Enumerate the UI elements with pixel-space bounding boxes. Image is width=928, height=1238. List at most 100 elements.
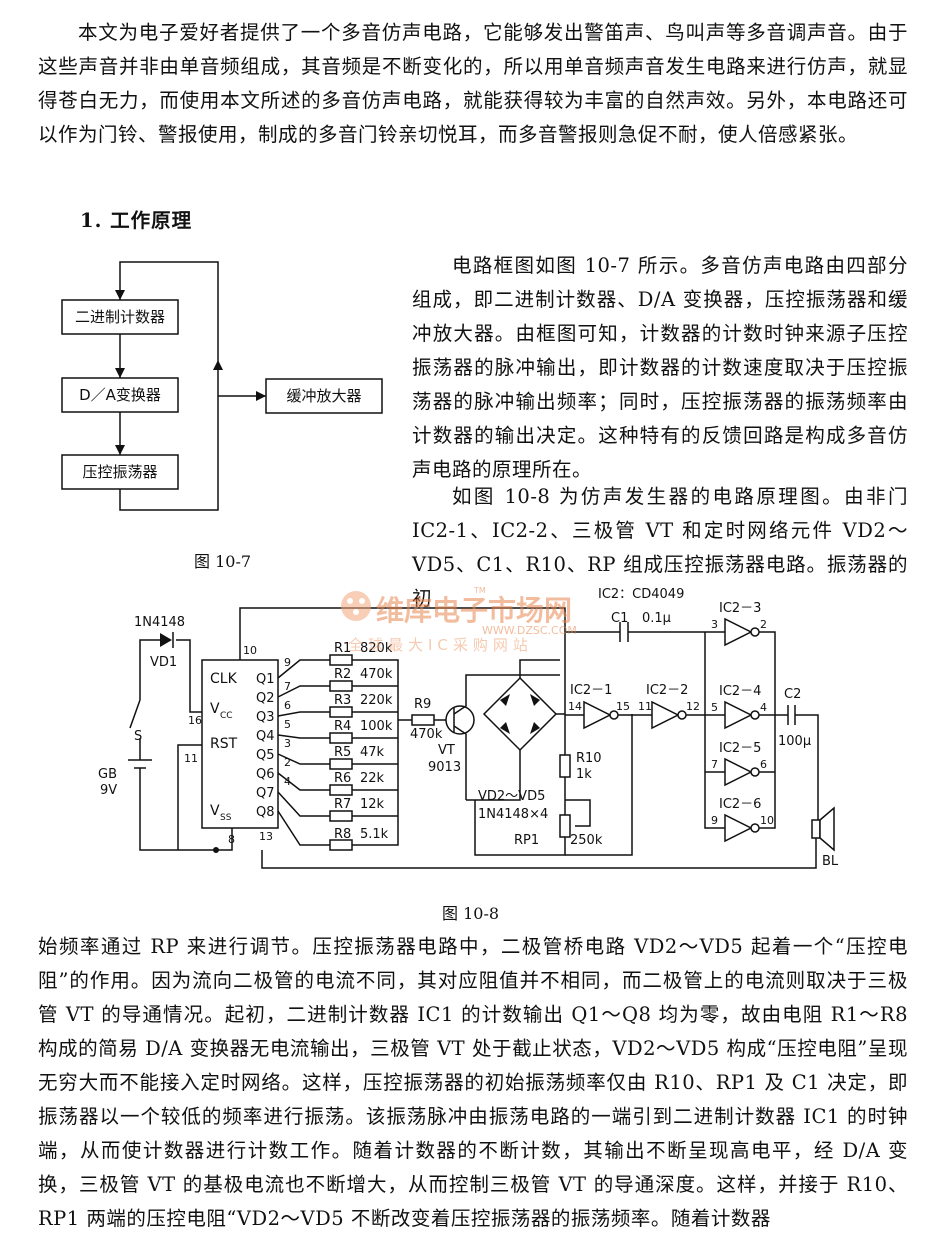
q2-pin: 7 (284, 680, 291, 693)
clk-pin: 10 (243, 644, 257, 657)
watermark-url: WWW.DZSC.COM (482, 624, 577, 637)
section-heading: 1. 工作原理 (80, 209, 193, 232)
gate5-label: IC2－5 (719, 741, 761, 756)
ic1-pin-clk: CLK (210, 671, 238, 687)
ic1-pin-vss: V (210, 803, 220, 819)
r10-label: R10 (576, 751, 602, 766)
q-wiring (277, 659, 330, 846)
gate6-label: IC2－6 (719, 797, 761, 812)
q4-pin: 5 (284, 718, 291, 731)
arrow-head (213, 360, 223, 370)
q5-label: Q5 (256, 748, 275, 763)
r9-resistor (411, 714, 435, 726)
c1-value: 0.1μ (642, 611, 671, 626)
figure-caption-10-7: 图 10-7 (194, 552, 252, 571)
r4-label: R4 (334, 719, 351, 734)
rp1-value: 250k (570, 833, 603, 848)
speaker-bl (811, 819, 821, 839)
watermark-brand: 维库电子市场网 (376, 594, 572, 627)
vcc-pin: 16 (188, 714, 202, 727)
vd1-type: 1N4148 (134, 615, 185, 630)
vd1-label: VD1 (150, 655, 177, 670)
gate-ic2-6 (724, 813, 753, 843)
c1-label: C1 (611, 611, 628, 626)
counter-label: 二进制计数器 (75, 308, 165, 326)
side-paragraph-2: 如图 10-8 为仿声发生器的电路原理图。由非门 IC2-1、IC2-2、三极管… (412, 485, 908, 610)
switch-label: S (134, 729, 142, 744)
q8-label: Q8 (256, 805, 275, 820)
r8-value: 5.1k (360, 827, 389, 842)
side-paragraph: 电路框图如图 10-7 所示。多音仿声电路由四部分组成，即二进制计数器、D/A … (412, 254, 908, 481)
r10-resistor (559, 754, 571, 778)
q7-pin: 4 (284, 775, 291, 788)
svg-text:TM: TM (473, 586, 486, 595)
vd2-5-label: VD2～VD5 (478, 789, 545, 804)
bl-label: BL (822, 854, 839, 869)
gate3-label: IC2－3 (719, 601, 761, 616)
q5-pin: 3 (284, 737, 291, 750)
gate-ic2-1 (583, 700, 612, 730)
buffer-label: 缓冲放大器 (286, 387, 361, 405)
q3-pin: 6 (284, 699, 291, 712)
diode-vd1 (160, 633, 172, 647)
rp1-label: RP1 (514, 833, 539, 848)
watermark-slogan: 全球最大IC采购网站 (348, 636, 533, 654)
transistor-vt (445, 705, 475, 735)
resistor-ladder (329, 654, 399, 851)
battery-label: GB (98, 767, 117, 782)
vt-label: VT (438, 743, 455, 758)
r1-label: R1 (334, 641, 351, 656)
r7-value: 12k (360, 797, 385, 812)
svg-text:5: 5 (711, 701, 718, 714)
r2-value: 470k (360, 667, 393, 682)
q7-label: Q7 (256, 786, 275, 801)
g1-in-pin: 14 (568, 700, 582, 713)
svg-text:6: 6 (760, 758, 767, 771)
ic1-pin-rst: RST (210, 736, 238, 752)
q2-label: Q2 (256, 691, 275, 706)
buffer-box (265, 378, 383, 414)
counter-box (61, 299, 179, 335)
gate-ic2-2 (651, 700, 680, 730)
gate-ic2-3 (724, 617, 753, 647)
r9-label: R9 (414, 697, 431, 712)
svg-text:3: 3 (711, 618, 718, 631)
gate4-label: IC2－4 (719, 684, 761, 699)
r2-label: R2 (334, 667, 351, 682)
c2-value: 100μ (778, 734, 811, 749)
vco-box (61, 454, 179, 490)
r4-value: 100k (360, 719, 393, 734)
figure-caption-10-8: 图 10-8 (442, 904, 500, 923)
dac-box (61, 377, 179, 413)
q6-label: Q6 (256, 767, 275, 782)
q1-label: Q1 (256, 672, 275, 687)
battery-voltage: 9V (100, 783, 117, 798)
svg-text:4: 4 (760, 701, 767, 714)
r8-label: R8 (334, 827, 351, 842)
svg-text:9: 9 (711, 814, 718, 827)
gate1-label: IC2－1 (570, 683, 612, 698)
r5-value: 47k (360, 745, 385, 760)
dac-label: D／A变换器 (79, 386, 161, 404)
ic2-label: IC2：CD4049 (598, 587, 684, 602)
q4-label: Q4 (256, 729, 275, 744)
r9-value: 470k (410, 727, 443, 742)
g2-out-pin: 12 (686, 700, 700, 713)
gate-ic2-4 (724, 700, 753, 730)
ic1-vcc-sub: CC (220, 711, 233, 721)
r10-value: 1k (576, 767, 592, 782)
q8-pin: 13 (259, 830, 273, 843)
rp1-potentiometer (559, 814, 571, 838)
r6-value: 22k (360, 771, 385, 786)
r7-label: R7 (334, 797, 351, 812)
c2-label: C2 (784, 687, 801, 702)
body-paragraph: 始频率通过 RP 来进行调节。压控振荡器电路中，二极管桥电路 VD2～VD5 起… (38, 935, 908, 1230)
q3-label: Q3 (256, 710, 275, 725)
svg-text:7: 7 (711, 758, 718, 771)
ic1-vss-sub: SS (220, 813, 232, 823)
r1-value: 820k (360, 641, 393, 656)
svg-text:10: 10 (760, 814, 774, 827)
vd2-5-type: 1N4148×4 (478, 807, 548, 822)
q1-pin: 9 (284, 656, 291, 669)
